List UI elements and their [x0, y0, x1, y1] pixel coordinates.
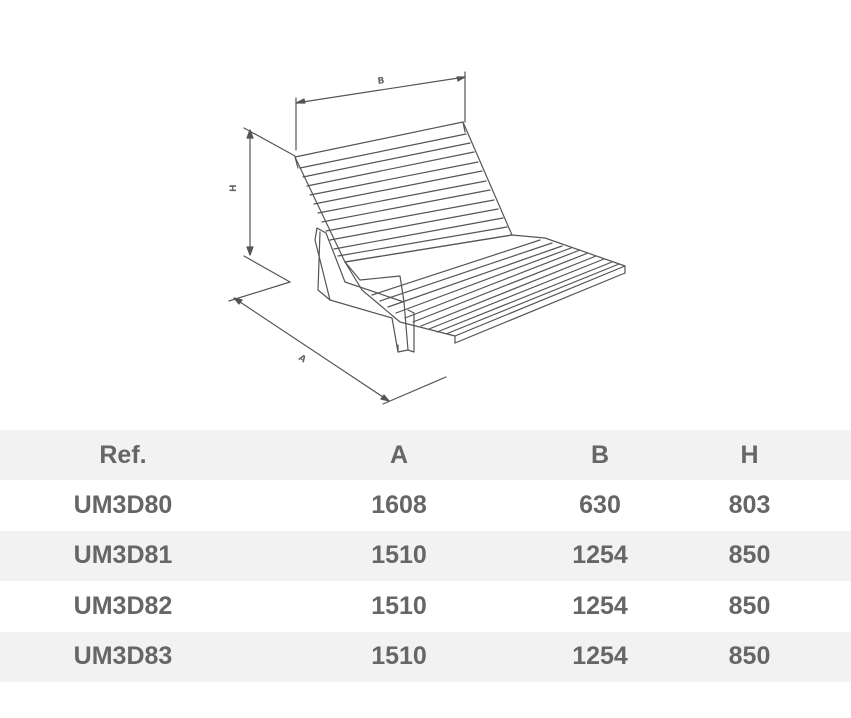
dimensions-table: Ref. A B H UM3D80 1608 630 803 UM3D81 15… — [0, 430, 851, 682]
seat — [344, 234, 626, 344]
cell-h: 850 — [728, 591, 771, 620]
table-header-row: Ref. A B H — [0, 430, 851, 481]
table-row: UM3D83 1510 1254 850 — [0, 631, 851, 682]
cell-a: 1608 — [371, 491, 427, 520]
cell-ref: UM3D83 — [73, 642, 173, 671]
cell-a: 1510 — [371, 541, 427, 570]
dimension-b-label: B — [377, 76, 385, 87]
cell-ref: UM3D82 — [73, 591, 173, 620]
cell-a: 1510 — [371, 591, 427, 620]
cell-ref: UM3D80 — [73, 491, 173, 520]
cell-a: 1510 — [371, 642, 427, 671]
backrest — [294, 121, 513, 263]
cell-b: 1254 — [572, 591, 628, 620]
table-row: UM3D80 1608 630 803 — [0, 480, 851, 531]
cell-b: 630 — [579, 491, 621, 520]
dimension-a — [228, 281, 447, 405]
bench-dimension-drawing: B H A — [228, 71, 626, 405]
dimension-h — [243, 127, 296, 283]
header-b: B — [590, 440, 610, 469]
table-row: UM3D82 1510 1254 850 — [0, 581, 851, 632]
table-row: UM3D81 1510 1254 850 — [0, 530, 851, 582]
bench-line-drawing: B H A — [228, 71, 626, 405]
cell-h: 803 — [728, 491, 771, 520]
header-ref: Ref. — [99, 440, 147, 469]
cell-b: 1254 — [572, 541, 628, 570]
cell-h: 850 — [728, 541, 771, 570]
dimension-a-label: A — [296, 353, 307, 365]
dimension-b — [295, 71, 466, 151]
cell-b: 1254 — [572, 642, 628, 671]
dimension-h-label: H — [229, 184, 239, 192]
cell-h: 850 — [728, 642, 771, 671]
cell-ref: UM3D81 — [73, 541, 173, 570]
header-h: H — [740, 440, 759, 469]
header-a: A — [389, 440, 409, 469]
side-frame — [314, 227, 415, 353]
